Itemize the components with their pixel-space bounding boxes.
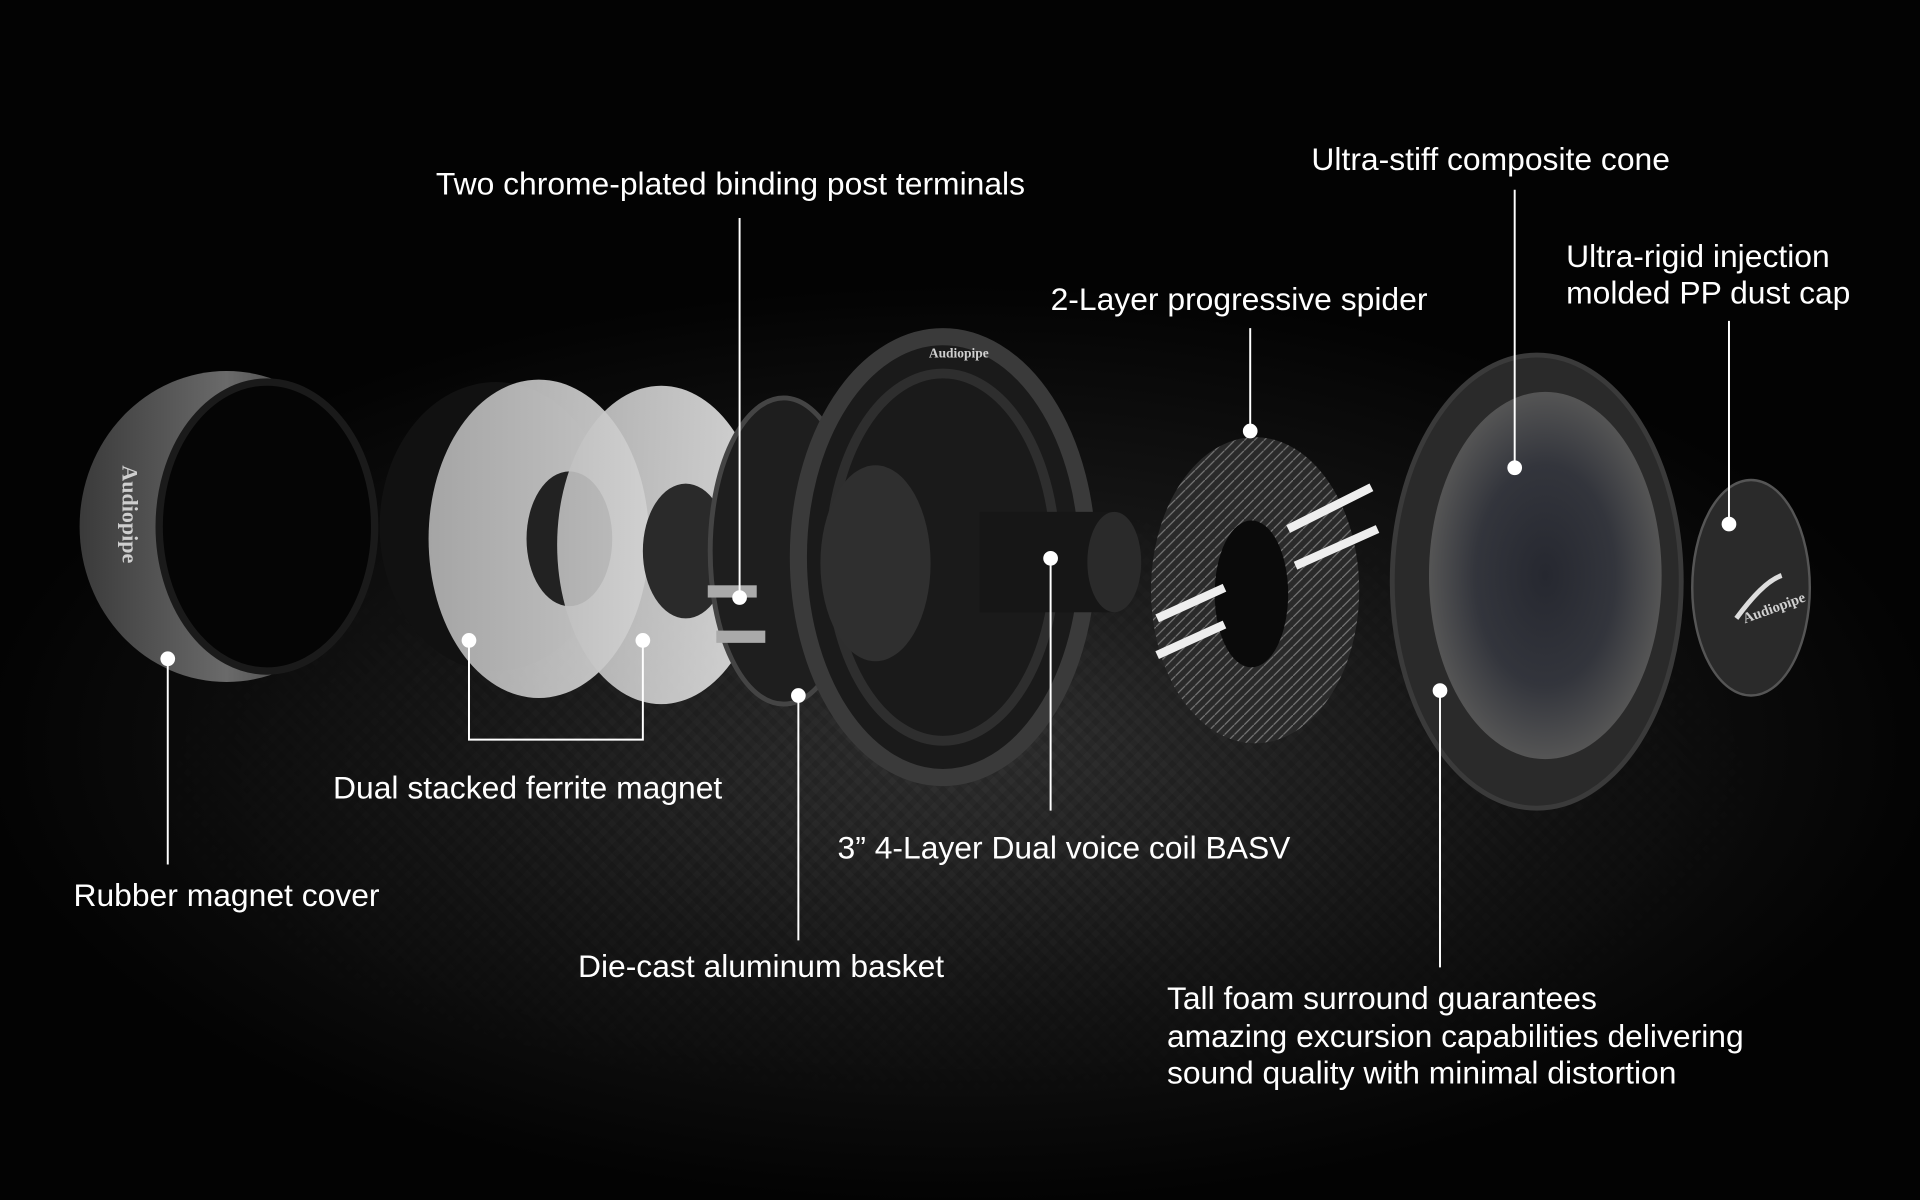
label-dust-cap-2: molded PP dust cap xyxy=(1566,275,1850,311)
spider xyxy=(1151,437,1380,744)
rubber-magnet-cover: Audiopipe xyxy=(79,371,379,683)
ferrite-magnets xyxy=(379,379,766,705)
label-binding-posts: Two chrome-plated binding post terminals xyxy=(436,166,1025,202)
aluminum-basket: Audiopipe xyxy=(707,328,1096,787)
label-basket: Die-cast aluminum basket xyxy=(578,948,944,984)
label-dust-cap-1: Ultra-rigid injection xyxy=(1566,238,1830,274)
label-magnet-cover: Rubber magnet cover xyxy=(73,877,379,913)
label-surround-2: amazing excursion capabilities deliverin… xyxy=(1167,1018,1744,1054)
label-cone: Ultra-stiff composite cone xyxy=(1311,141,1670,177)
cone-and-surround xyxy=(1389,352,1684,811)
brand-mark-cover: Audiopipe xyxy=(117,465,142,563)
dust-cap: Audiopipe xyxy=(1691,478,1812,697)
label-surround-1: Tall foam surround guarantees xyxy=(1167,980,1597,1016)
brand-mark-basket: Audiopipe xyxy=(929,346,989,361)
label-surround-3: sound quality with minimal distortion xyxy=(1167,1055,1676,1091)
leader-lines xyxy=(160,189,1737,968)
voice-coil xyxy=(979,511,1142,613)
label-ferrite-magnet: Dual stacked ferrite magnet xyxy=(333,769,722,805)
label-voice-coil: 3” 4-Layer Dual voice coil BASV xyxy=(838,829,1292,865)
label-spider: 2-Layer progressive spider xyxy=(1051,281,1428,317)
